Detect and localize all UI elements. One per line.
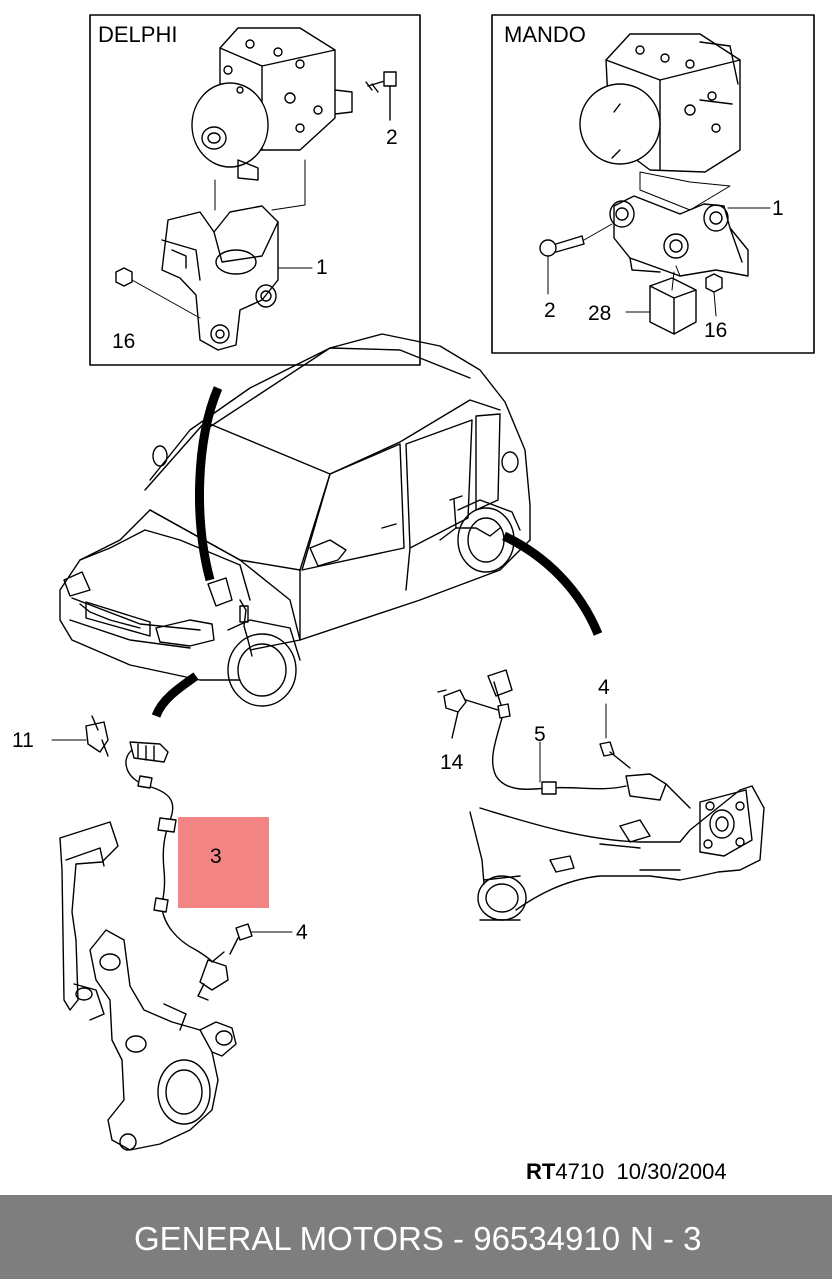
- reference-prefix: RT: [526, 1159, 556, 1184]
- delphi-mounting-bracket: [161, 205, 279, 351]
- callout-delphi-bracket: 1: [316, 256, 328, 279]
- footer-bar: GENERAL MOTORS - 96534910 N - 3: [0, 1195, 832, 1279]
- callout-rear-bolt: 4: [598, 676, 610, 699]
- delphi-inset-frame: [89, 14, 421, 366]
- front-wheel-speed-sensor: [51, 715, 293, 1001]
- callout-mando-bracket: 1: [772, 197, 784, 220]
- callout-front-clip: 11: [12, 729, 34, 752]
- front-knuckle-assembly: [59, 821, 237, 1151]
- mando-nut: [705, 273, 723, 317]
- mando-sensor-block: [625, 265, 697, 335]
- vehicle-outline: [59, 333, 531, 707]
- diagram-reference: RT4710 10/30/2004: [526, 1159, 727, 1185]
- reference-date: 10/30/2004: [616, 1159, 727, 1184]
- callout-front-sensor: 3: [210, 845, 222, 868]
- delphi-inset-title: DELPHI: [98, 22, 178, 47]
- callout-delphi-nut: 16: [112, 330, 136, 353]
- mando-inset-title: MANDO: [504, 22, 586, 47]
- delphi-inset: [89, 14, 421, 366]
- mando-inset: [491, 14, 815, 354]
- mando-inset-frame: [491, 14, 815, 354]
- callout-front-bolt: 4: [296, 921, 308, 944]
- callout-delphi-bolt: 2: [386, 126, 398, 149]
- mando-mounting-bracket: [609, 195, 749, 277]
- reference-number: 4710: [555, 1159, 605, 1184]
- footer-position: N - 3: [630, 1220, 702, 1257]
- callout-arcs: [151, 386, 603, 718]
- delphi-nut: [115, 267, 201, 319]
- rear-axle-assembly: [469, 785, 765, 921]
- mando-abs-modulator: [579, 33, 741, 173]
- highlighted-part-marker: [178, 817, 269, 908]
- delphi-abs-modulator: [191, 27, 353, 181]
- callout-mando-pin: 2: [544, 299, 556, 322]
- parts-diagram: [51, 14, 815, 1151]
- callout-rear-sensor: 5: [534, 723, 546, 746]
- callout-mando-sensor: 28: [588, 302, 612, 325]
- mando-pin: [539, 223, 613, 295]
- footer-part-number: GENERAL MOTORS - 96534910: [134, 1220, 621, 1257]
- delphi-bolt: [365, 71, 397, 121]
- fluid-reservoir-cap: [152, 445, 168, 467]
- rear-wheel-speed-sensor: [437, 669, 691, 809]
- callout-mando-nut: 16: [704, 319, 728, 342]
- callout-rear-clip: 14: [440, 751, 464, 774]
